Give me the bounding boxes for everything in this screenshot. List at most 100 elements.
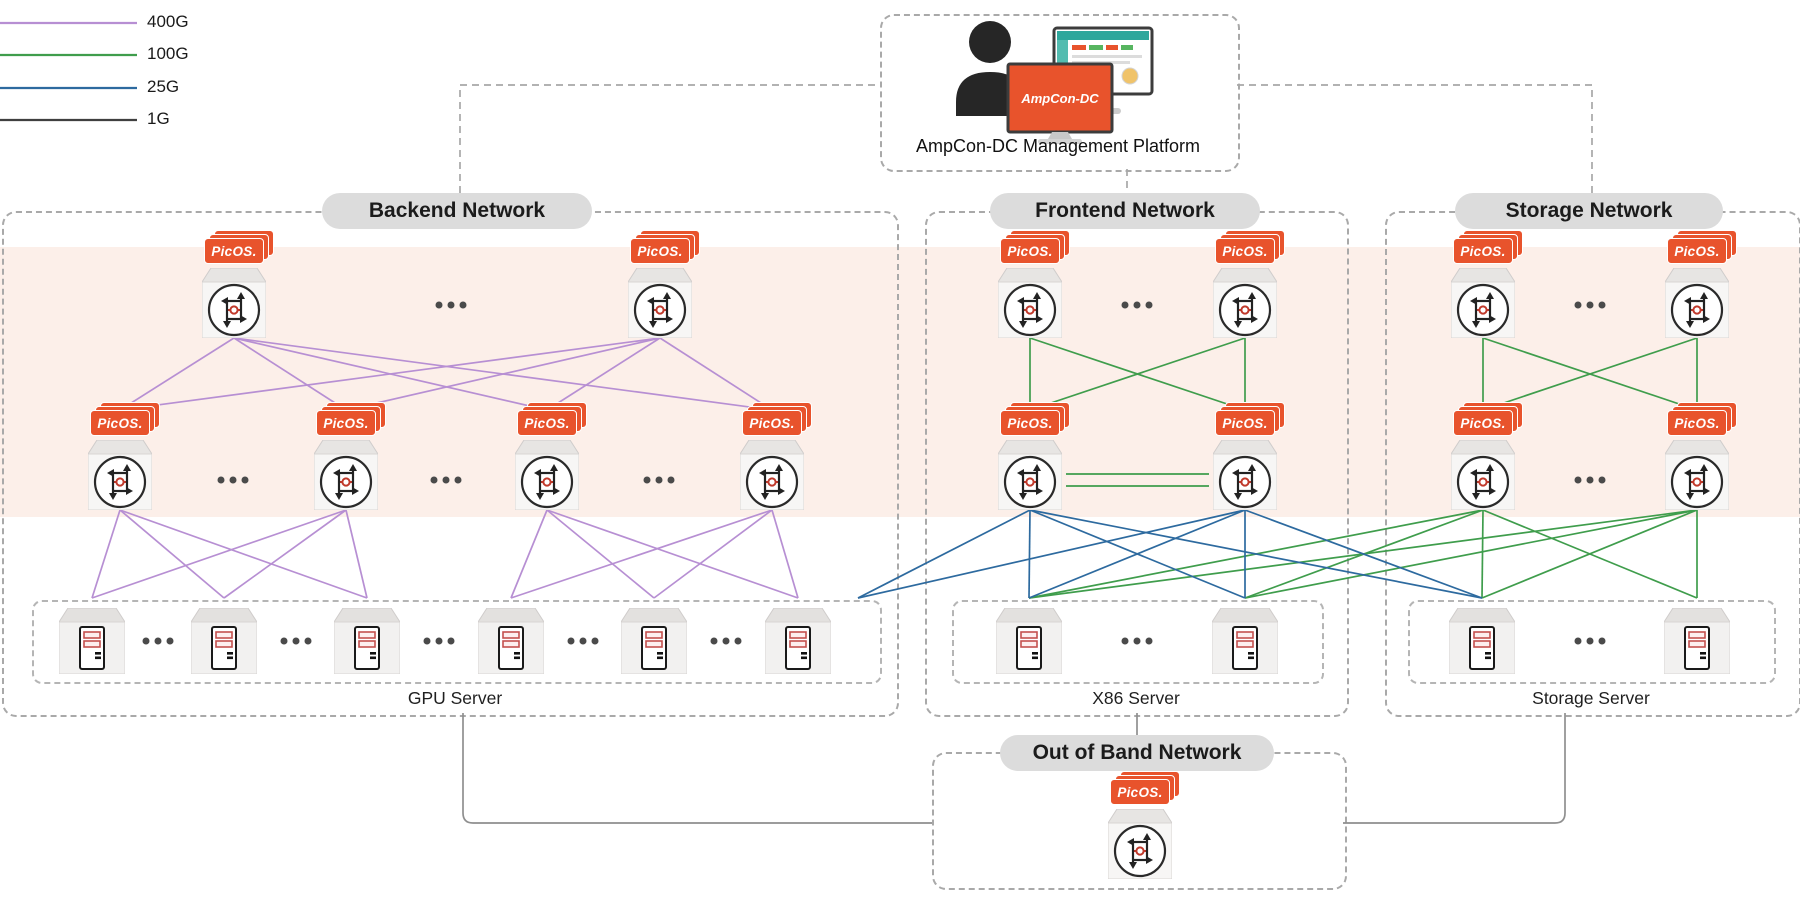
picos-badge: PicOS. xyxy=(517,402,587,436)
storage-spine-switch-2: PicOS. xyxy=(1665,230,1737,338)
server-icon xyxy=(191,608,257,674)
picos-badge: PicOS. xyxy=(1215,230,1285,264)
x86-server-2 xyxy=(1212,608,1278,679)
backend-spine-switch-1: PicOS. xyxy=(202,230,274,338)
server-icon xyxy=(334,608,400,674)
picos-badge: PicOS. xyxy=(630,230,700,264)
frontend-leaf-switch-2: PicOS. xyxy=(1213,402,1285,510)
frontend-spine-switch-2: PicOS. xyxy=(1213,230,1285,338)
picos-badge: PicOS. xyxy=(1110,771,1180,805)
x86-server-1 xyxy=(996,608,1062,679)
backend-leaf-switch-1: PicOS. xyxy=(88,402,160,510)
gpu-server-5 xyxy=(621,608,687,679)
switch-icon xyxy=(998,268,1062,338)
x86-server-label: X86 Server xyxy=(1092,688,1180,708)
gpu-server-3 xyxy=(334,608,400,679)
ellipsis-dots xyxy=(643,476,675,484)
server-icon xyxy=(1212,608,1278,674)
server-icon xyxy=(478,608,544,674)
ellipsis-dots xyxy=(1121,637,1153,645)
legend-label-25g: 25G xyxy=(147,77,180,96)
storage-server-box xyxy=(1408,600,1776,684)
server-icon xyxy=(59,608,125,674)
links-100g xyxy=(1028,337,1698,599)
ellipsis-dots xyxy=(1574,301,1606,309)
picos-badge: PicOS. xyxy=(1667,230,1737,264)
backend-leaf-switch-4: PicOS. xyxy=(740,402,812,510)
platform-label: AmpCon-DC Management Platform xyxy=(915,136,1201,156)
storage-leaf-switch-1: PicOS. xyxy=(1451,402,1523,510)
ellipsis-dots xyxy=(423,637,455,645)
server-icon xyxy=(1664,608,1730,674)
picos-badge: PicOS. xyxy=(742,402,812,436)
switch-icon xyxy=(1213,268,1277,338)
picos-badge: PicOS. xyxy=(1667,402,1737,436)
switch-icon xyxy=(515,440,579,510)
ellipsis-dots xyxy=(1121,301,1153,309)
management-links xyxy=(459,84,1593,195)
server-icon xyxy=(765,608,831,674)
backend-leaf-switch-2: PicOS. xyxy=(314,402,386,510)
storage-server-label: Storage Server xyxy=(1532,688,1650,708)
server-icon xyxy=(1449,608,1515,674)
server-icon xyxy=(621,608,687,674)
gpu-server-1 xyxy=(59,608,125,679)
management-platform-box xyxy=(880,14,1240,172)
storage-network-title: Storage Network xyxy=(1455,193,1723,229)
ellipsis-dots xyxy=(1574,637,1606,645)
legend-label-400g: 400G xyxy=(147,12,189,31)
frontend-leaf-switch-1: PicOS. xyxy=(998,402,1070,510)
x86-server-box xyxy=(952,600,1324,684)
ellipsis-dots xyxy=(217,476,249,484)
storage-server-1 xyxy=(1449,608,1515,679)
switch-icon xyxy=(1108,809,1172,879)
picos-badge: PicOS. xyxy=(1000,402,1070,436)
ellipsis-dots xyxy=(430,476,462,484)
picos-badge: PicOS. xyxy=(316,402,386,436)
switch-icon xyxy=(1451,268,1515,338)
switch-icon xyxy=(740,440,804,510)
switch-icon xyxy=(628,268,692,338)
frontend-network-title: Frontend Network xyxy=(990,193,1260,229)
ellipsis-dots xyxy=(435,301,467,309)
ellipsis-dots xyxy=(567,637,599,645)
switch-icon xyxy=(1665,268,1729,338)
server-icon xyxy=(996,608,1062,674)
links-25g xyxy=(857,509,1483,599)
gpu-server-label: GPU Server xyxy=(407,688,503,708)
switch-icon xyxy=(1451,440,1515,510)
switch-icon xyxy=(1665,440,1729,510)
gpu-server-box xyxy=(32,600,882,684)
gpu-server-6 xyxy=(765,608,831,679)
oob-network-title: Out of Band Network xyxy=(1000,735,1274,771)
ellipsis-dots xyxy=(1574,476,1606,484)
links-1g xyxy=(462,713,1566,824)
storage-leaf-switch-2: PicOS. xyxy=(1665,402,1737,510)
storage-server-2 xyxy=(1664,608,1730,679)
admin-and-monitor-icon: AmpCon-DC xyxy=(956,21,1154,144)
backend-spine-switch-2: PicOS. xyxy=(628,230,700,338)
ampcon-logo: AmpCon-DC xyxy=(1020,91,1099,106)
backend-leaf-switch-3: PicOS. xyxy=(515,402,587,510)
oob-switch: PicOS. xyxy=(1108,771,1180,879)
switch-icon xyxy=(1213,440,1277,510)
gpu-server-4 xyxy=(478,608,544,679)
legend-label-1g: 1G xyxy=(147,109,170,128)
legend-line-samples xyxy=(0,21,137,122)
picos-badge: PicOS. xyxy=(1215,402,1285,436)
switch-icon xyxy=(88,440,152,510)
ellipsis-dots xyxy=(142,637,174,645)
picos-badge: PicOS. xyxy=(90,402,160,436)
backend-network-title: Backend Network xyxy=(322,193,592,229)
legend-label-100g: 100G xyxy=(147,44,189,63)
switch-icon xyxy=(314,440,378,510)
storage-spine-switch-1: PicOS. xyxy=(1451,230,1523,338)
picos-badge: PicOS. xyxy=(1000,230,1070,264)
switch-icon xyxy=(998,440,1062,510)
frontend-spine-switch-1: PicOS. xyxy=(998,230,1070,338)
switch-icon xyxy=(202,268,266,338)
picos-badge: PicOS. xyxy=(1453,230,1523,264)
ellipsis-dots xyxy=(710,637,742,645)
